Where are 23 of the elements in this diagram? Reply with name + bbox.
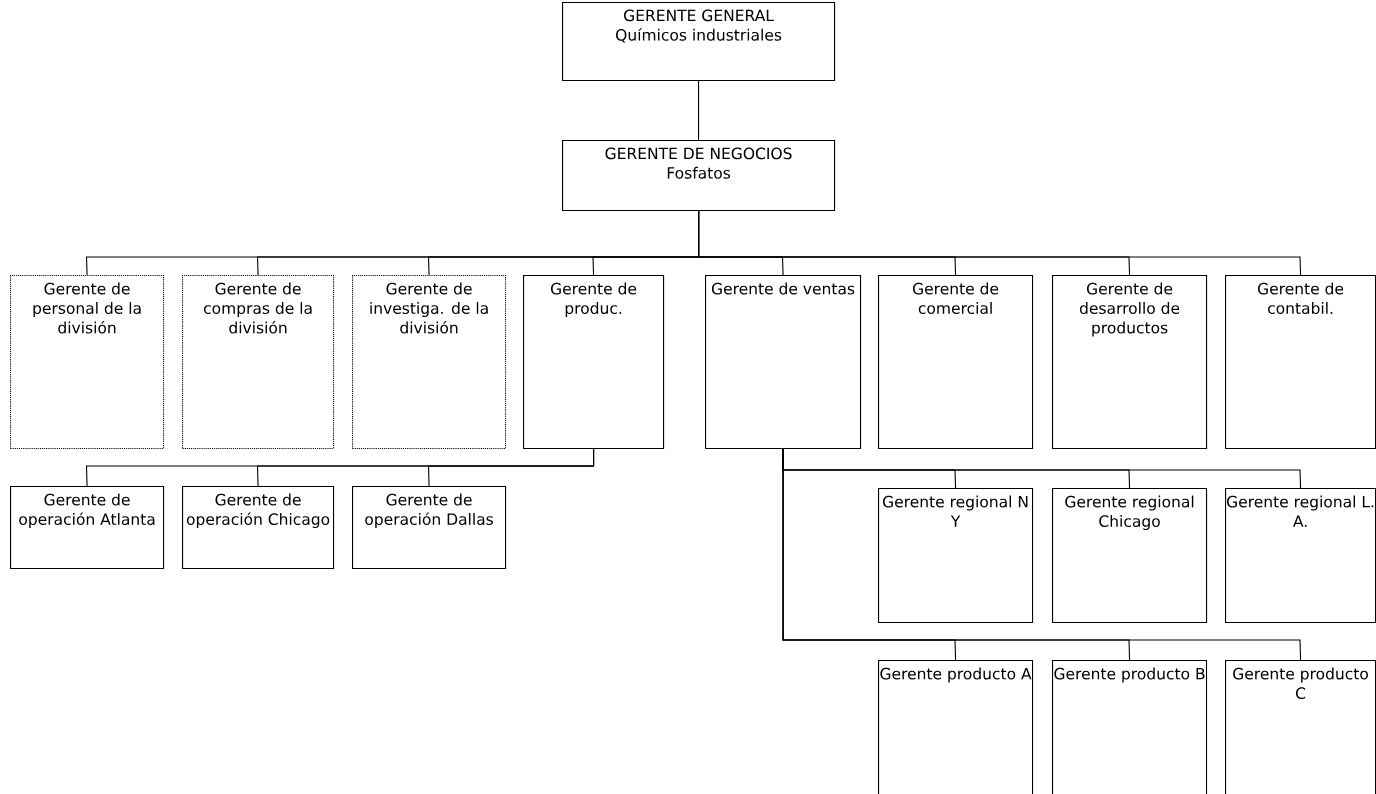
connector-line	[698, 80, 700, 141]
manager-box: Gerente de operación Atlanta	[10, 486, 165, 570]
connector-line	[427, 448, 595, 487]
manager-box: Gerente producto C	[1225, 660, 1376, 794]
manager-box: Gerente de operación Dallas	[352, 486, 507, 570]
manager-box: Gerente de investiga. de la división	[352, 275, 507, 450]
manager-box: Gerente de personal de la división	[10, 275, 165, 450]
manager-box: GERENTE GENERAL Químicos industriales	[562, 2, 836, 82]
manager-box: Gerente producto A	[878, 660, 1034, 794]
manager-box: Gerente de operación Chicago	[182, 486, 335, 570]
manager-box: GERENTE DE NEGOCIOS Fosfatos	[562, 140, 836, 212]
manager-box: Gerente de compras de la división	[182, 275, 335, 450]
connector-line	[698, 210, 1302, 276]
manager-box: Gerente regional N Y	[878, 488, 1034, 624]
manager-box: Gerente producto B	[1052, 660, 1208, 794]
manager-box: Gerente de produc.	[523, 275, 665, 450]
manager-box: Gerente regional Chicago	[1052, 488, 1208, 624]
manager-box: Gerente de desarrollo de productos	[1052, 275, 1208, 450]
manager-box: Gerente de ventas	[705, 275, 862, 450]
connector-line	[782, 448, 1302, 661]
manager-box: Gerente de comercial	[878, 275, 1034, 450]
manager-box: Gerente regional L. A.	[1225, 488, 1376, 624]
manager-box: Gerente de contabil.	[1225, 275, 1376, 450]
